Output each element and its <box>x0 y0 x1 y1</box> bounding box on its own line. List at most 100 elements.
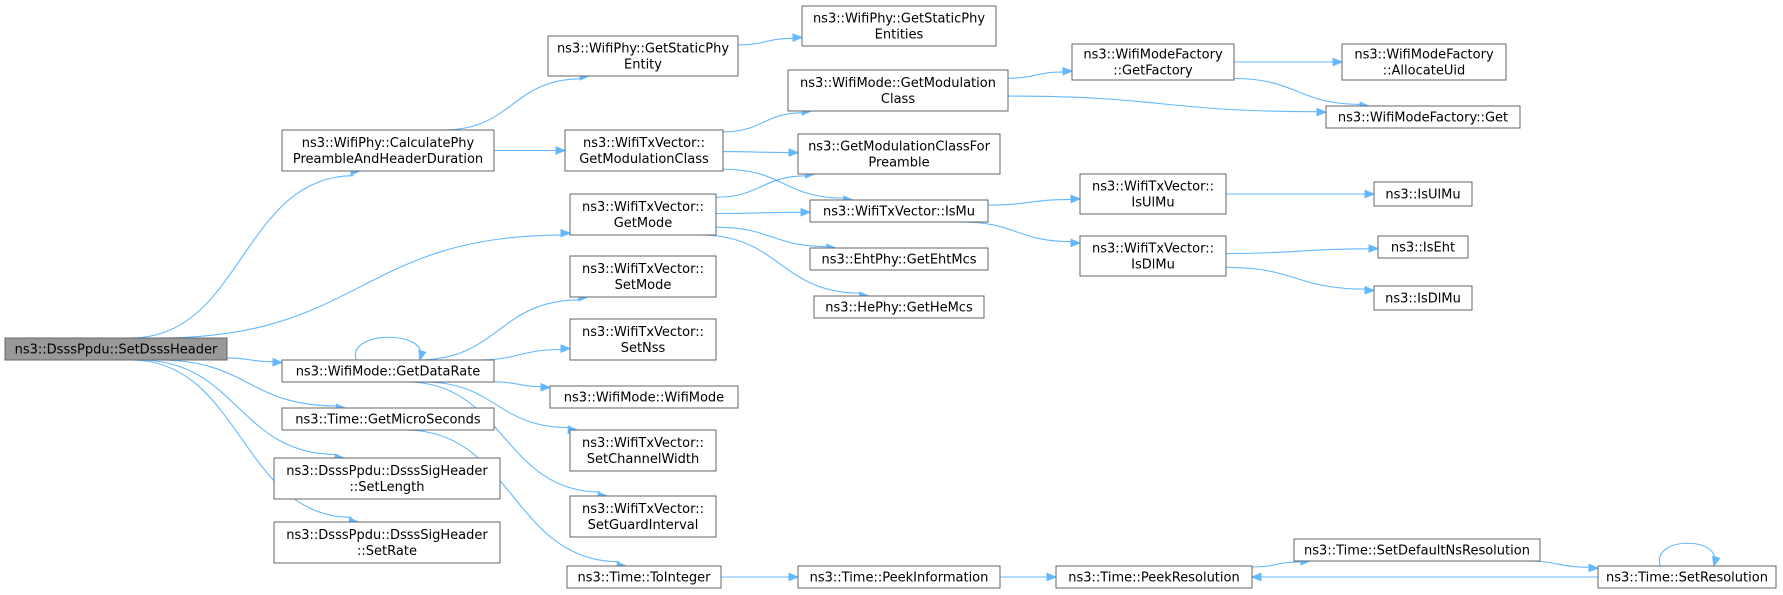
node-timeSetDefaultNs[interactable]: ns3::Time::SetDefaultNsResolution <box>1293 538 1541 562</box>
edge-line <box>715 211 803 215</box>
edge-phyStaticEntity-to-phyStaticEntities <box>737 33 804 46</box>
node-txvIsDlMu[interactable]: ns3::WifiTxVector::IsDlMu <box>1079 235 1227 277</box>
node-wmGetModClass[interactable]: ns3::WifiMode::GetModulationClass <box>787 69 1009 112</box>
node-box <box>281 359 495 383</box>
edge-line <box>1251 561 1302 568</box>
node-box <box>564 129 724 172</box>
node-label: ::SetLength <box>350 480 425 495</box>
node-box <box>797 565 1001 589</box>
edge-line <box>407 381 601 493</box>
node-txvIsMu[interactable]: ns3::WifiTxVector::IsMu <box>809 199 989 223</box>
node-wmfGetFactory[interactable]: ns3::WifiModeFactory::GetFactory <box>1071 43 1235 81</box>
node-txvSetMode[interactable]: ns3::WifiTxVector::SetMode <box>569 255 717 298</box>
node-label: ns3::WifiModeFactory::Get <box>1338 111 1508 126</box>
node-label: ns3::EhtPhy::GetEhtMcs <box>821 253 976 268</box>
node-box <box>801 5 997 47</box>
edge-line <box>443 78 582 131</box>
node-label: Class <box>881 92 915 107</box>
node-ehtGetMcs[interactable]: ns3::EhtPhy::GetEhtMcs <box>809 247 989 271</box>
node-wmWifiMode[interactable]: ns3::WifiMode::WifiMode <box>549 385 739 409</box>
node-heGetMcs[interactable]: ns3::HePhy::GetHeMcs <box>813 295 985 319</box>
arrowhead <box>560 344 572 354</box>
node-isDlMu[interactable]: ns3::IsDlMu <box>1373 285 1473 311</box>
node-box <box>1341 43 1507 81</box>
node-label: ::SetRate <box>357 544 417 559</box>
node-label: ns3::GetModulationClassFor <box>808 140 991 155</box>
edge-timeSetRes-to-timeSetRes <box>1658 542 1721 568</box>
node-txvSetGuard[interactable]: ns3::WifiTxVector::SetGuardInterval <box>569 495 717 538</box>
edge-line <box>715 175 807 198</box>
node-timeSetRes[interactable]: ns3::Time::SetResolution <box>1597 565 1777 589</box>
node-label: ns3::Time::SetResolution <box>1606 571 1768 586</box>
node-timeGetMicro[interactable]: ns3::Time::GetMicroSeconds <box>281 407 495 431</box>
node-label: ns3::WifiMode::GetModulation <box>800 76 996 91</box>
node-label: ns3::WifiTxVector:: <box>583 136 705 151</box>
node-box <box>569 429 717 472</box>
edge-txvIsMu-to-txvIsUlMu <box>987 194 1082 206</box>
node-label: IsDlMu <box>1131 258 1175 273</box>
node-timePeekInfo[interactable]: ns3::Time::PeekInformation <box>797 565 1001 589</box>
node-box <box>1293 538 1541 562</box>
node-wmGetDataRate[interactable]: ns3::WifiMode::GetDataRate <box>281 359 495 383</box>
edge-line <box>423 381 570 429</box>
node-label: ns3::WifiPhy::CalculatePhy <box>302 136 475 151</box>
node-box <box>809 247 989 271</box>
node-label: ns3::WifiTxVector:: <box>582 262 704 277</box>
node-label: ns3::WifiTxVector:: <box>582 502 704 517</box>
node-timeToInteger[interactable]: ns3::Time::ToInteger <box>566 565 722 589</box>
edge-txvGetMode-to-getModClassPreamble <box>715 169 816 198</box>
node-txvGetMode[interactable]: ns3::WifiTxVector::GetMode <box>569 193 717 236</box>
node-box <box>281 129 495 172</box>
node-wmfAllocateUid[interactable]: ns3::WifiModeFactory::AllocateUid <box>1341 43 1507 81</box>
edge-line <box>131 175 354 339</box>
node-isEht[interactable]: ns3::IsEht <box>1377 235 1469 259</box>
node-txvSetChanWidth[interactable]: ns3::WifiTxVector::SetChannelWidth <box>569 429 717 472</box>
edge-line <box>1007 95 1319 113</box>
edge-setDsssHeader-to-txvGetMode <box>159 228 572 339</box>
edge-wmGetDataRate-to-wmGetDataRate <box>354 336 427 362</box>
arrowhead <box>540 382 552 392</box>
node-wmfGet[interactable]: ns3::WifiModeFactory::Get <box>1325 105 1521 129</box>
edge-line <box>737 37 795 46</box>
node-box <box>809 199 989 223</box>
node-label: ns3::WifiTxVector:: <box>582 200 704 215</box>
node-sigSetRate[interactable]: ns3::DsssPpdu::DsssSigHeader::SetRate <box>273 521 501 564</box>
node-label: SetMode <box>615 278 672 293</box>
node-box <box>1325 105 1521 129</box>
node-label: ns3::WifiTxVector::IsMu <box>823 205 975 220</box>
node-label: GetMode <box>614 216 673 231</box>
node-box <box>1597 565 1777 589</box>
edge-line <box>722 112 804 133</box>
edge-line <box>1225 266 1367 290</box>
node-sigSetLength[interactable]: ns3::DsssPpdu::DsssSigHeader::SetLength <box>273 457 501 500</box>
node-box <box>569 255 717 298</box>
node-label: ns3::WifiTxVector:: <box>1092 242 1214 257</box>
node-box <box>1071 43 1235 81</box>
node-box <box>787 69 1009 112</box>
node-setDsssHeader[interactable]: ns3::DsssPpdu::SetDsssHeader <box>4 337 228 361</box>
node-timePeekRes[interactable]: ns3::Time::PeekResolution <box>1055 565 1253 589</box>
node-txvIsUlMu[interactable]: ns3::WifiTxVector::IsUlMu <box>1079 173 1227 215</box>
node-label: PreambleAndHeaderDuration <box>293 152 483 167</box>
node-txvSetNss[interactable]: ns3::WifiTxVector::SetNss <box>569 318 717 361</box>
node-label: ns3::WifiPhy::GetStaticPhy <box>813 12 985 27</box>
arrowhead <box>1712 555 1721 568</box>
node-label: SetChannelWidth <box>587 452 700 467</box>
node-calcPhyPreamble[interactable]: ns3::WifiPhy::CalculatePhyPreambleAndHea… <box>281 129 495 172</box>
node-label: ns3::WifiTxVector:: <box>1092 180 1214 195</box>
node-label: Entities <box>875 28 924 43</box>
edge-line <box>715 226 828 248</box>
edge-timeSetRes-to-timePeekRes <box>1250 572 1598 582</box>
node-isUlMu[interactable]: ns3::IsUlMu <box>1373 181 1473 207</box>
node-label: GetModulationClass <box>579 152 709 167</box>
edge-txvGetMode-to-txvIsMu <box>715 207 812 217</box>
node-box <box>1079 173 1227 215</box>
node-label: ns3::WifiModeFactory <box>1354 48 1494 63</box>
node-box <box>547 35 739 77</box>
node-label: ::AllocateUid <box>1383 64 1465 79</box>
node-txvGetModClass[interactable]: ns3::WifiTxVector::GetModulationClass <box>564 129 724 172</box>
